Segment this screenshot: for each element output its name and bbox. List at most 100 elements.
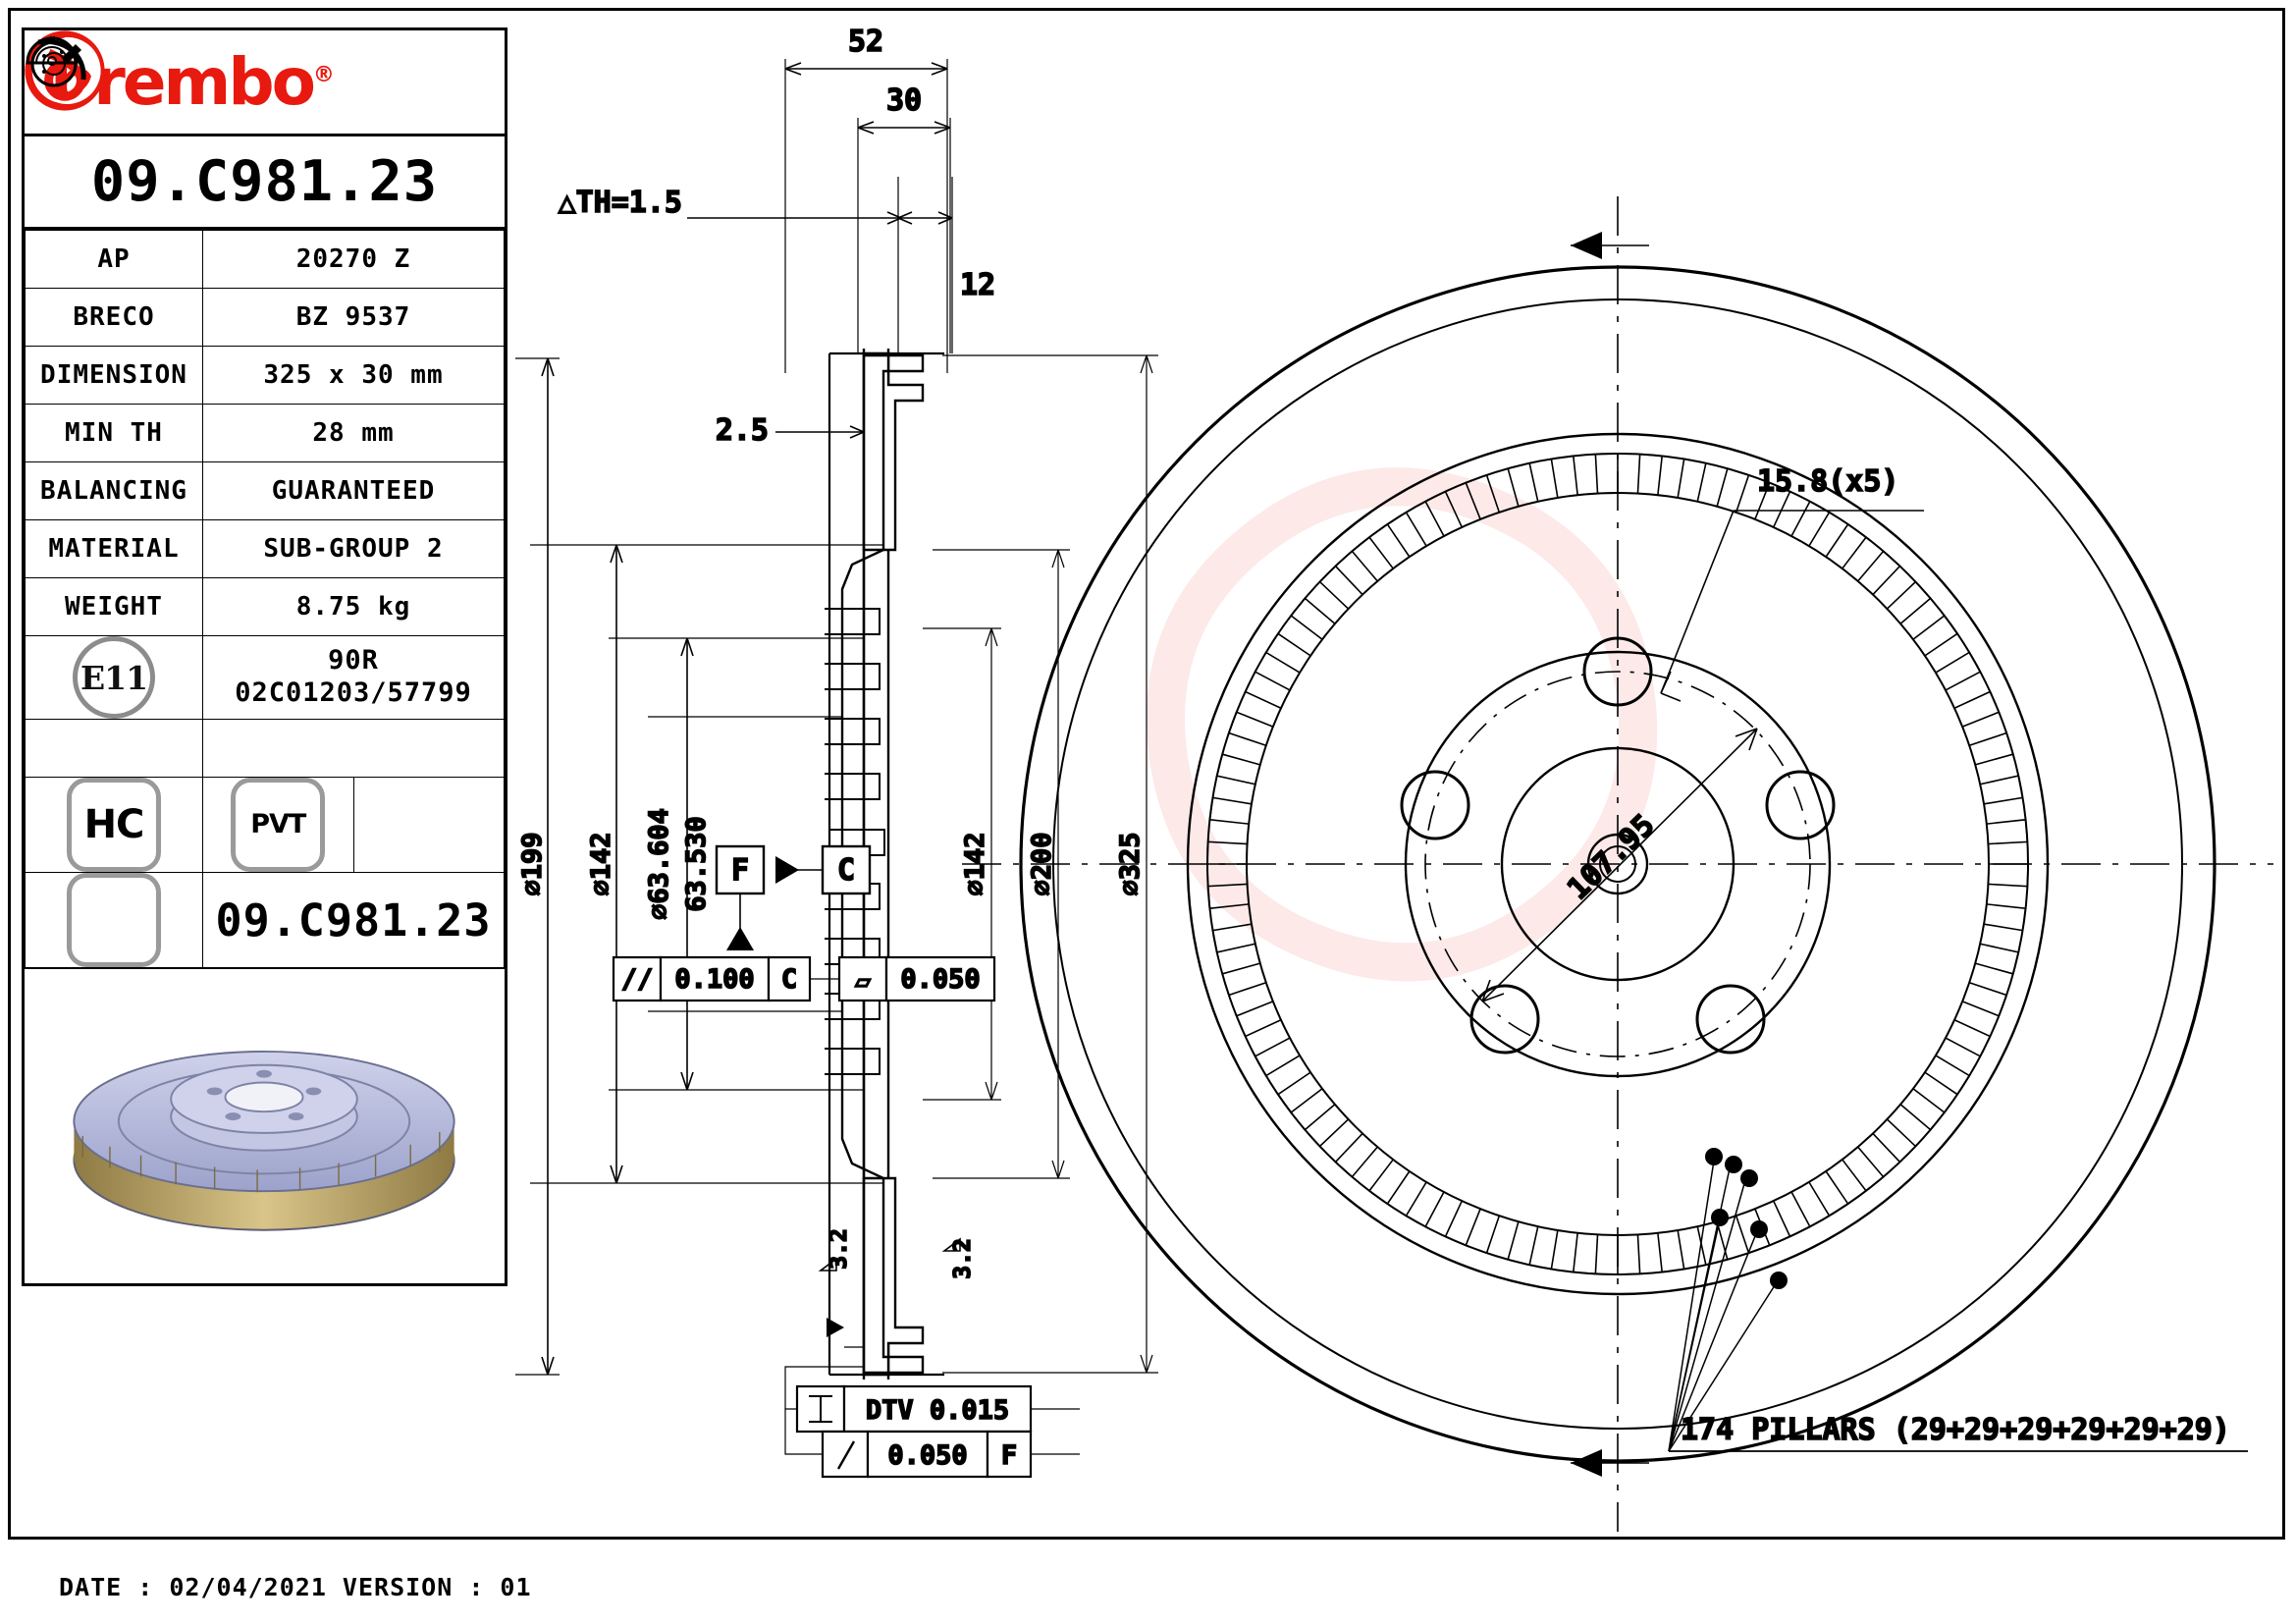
spec-label: AP	[25, 230, 203, 289]
gdt-parallelism-frame	[612, 955, 812, 1002]
hc-badge-icon: HC	[67, 778, 161, 872]
gdt-dtv-value: DTV 0.015	[866, 1395, 1009, 1426]
empty-row	[25, 719, 505, 778]
datum-c-label: C	[837, 853, 855, 888]
surface-finish-left-icon	[818, 1257, 837, 1272]
disc-code-cell: 09.C981.23	[202, 872, 505, 968]
table-row: WEIGHT 8.75 kg	[25, 577, 505, 636]
pillars-label: 174 PILLARS (29+29+29+29+29+29)	[1681, 1413, 2230, 1447]
specification-table: AP 20270 Z BRECO BZ 9537 DIMENSION 325 x…	[25, 35, 505, 968]
face-view: 15.8(x5) 107.95	[962, 196, 2273, 1532]
bolt-hole-leader	[1660, 510, 1924, 702]
disc-icon-cell	[25, 38, 203, 968]
e11-label: E11	[80, 658, 148, 697]
surface-finish-right: 3.2	[950, 1238, 976, 1279]
spec-value: 28 mm	[202, 404, 505, 462]
dim-142-left-label: ⌀142	[586, 832, 616, 895]
spec-label: BALANCING	[25, 461, 203, 520]
spec-label: BRECO	[25, 288, 203, 347]
feature-badge-row: HC	[25, 35, 505, 873]
vane-teeth	[1206, 453, 2029, 1275]
disc-code-text: 09.C981.23	[215, 893, 492, 947]
dim-th-label: △TH=1.5	[559, 186, 682, 220]
brand-header: brembo®	[25, 30, 505, 136]
badge-empty-cell	[352, 778, 505, 872]
spec-value: BZ 9537	[202, 288, 505, 347]
pillars-dots	[1705, 1148, 1788, 1289]
disc-code-row: 09.C981.23	[25, 38, 505, 968]
dim-142-left	[610, 544, 623, 1184]
gdt-runout-value: 0.050	[887, 1440, 967, 1471]
dim-12	[897, 177, 953, 353]
dim-325	[942, 354, 1158, 1374]
gdt-flatness-symbol: ▱	[855, 966, 872, 997]
homologation-number: 90R 02C01203/57799	[207, 645, 500, 710]
bolt-hole-dia-label: 15.8(x5)	[1757, 464, 1899, 499]
dim-52	[784, 59, 948, 373]
homologation-line1: 90R	[328, 645, 379, 677]
table-row: MIN TH 28 mm	[25, 404, 505, 462]
dim-bore-upper-label: ⌀63.604	[644, 808, 674, 920]
dim-199	[515, 357, 560, 1376]
dim-th	[687, 211, 902, 225]
surface-finish-right-icon	[941, 1237, 961, 1252]
dim-30	[857, 118, 951, 353]
brake-disc-icon	[30, 38, 161, 967]
datum-f-label: F	[731, 853, 749, 888]
table-row: DIMENSION 325 x 30 mm	[25, 346, 505, 405]
dim-12-label: 12	[960, 268, 995, 302]
table-row: MATERIAL SUB-GROUP 2	[25, 519, 505, 578]
homologation-cell: 90R 02C01203/57799	[202, 635, 505, 720]
hc-cell: HC	[25, 777, 203, 873]
e11-cell: E11	[25, 635, 203, 720]
footer-date: DATE : 02/04/2021 VERSION : 01	[59, 1573, 532, 1601]
hc-label: HC	[83, 802, 145, 847]
dim-25-label: 2.5	[716, 413, 769, 448]
dim-30-label: 30	[886, 83, 922, 118]
empty-cell-right	[202, 719, 505, 778]
part-code: 09.C981.23	[25, 136, 505, 230]
spec-value: SUB-GROUP 2	[202, 519, 505, 578]
e11-badge-icon: E11	[73, 636, 155, 719]
dim-bore	[680, 637, 694, 1091]
homologation-row: E11 90R 02C01203/57799	[25, 635, 505, 720]
registered-mark: ®	[312, 62, 335, 87]
spec-label: MATERIAL	[25, 519, 203, 578]
cross-section-view: 52 30	[515, 24, 1158, 1479]
gdt-parallelism-value: 0.100	[674, 964, 754, 995]
disc-glyph-icon	[30, 38, 86, 87]
pvt-cell: PVT	[26, 35, 505, 873]
pcd-dim	[1481, 728, 1758, 1002]
gdt-parallelism-symbol: //	[621, 964, 654, 995]
spec-label: DIMENSION	[25, 346, 203, 405]
table-row: BRECO BZ 9537	[25, 288, 505, 347]
spec-value: 325 x 30 mm	[202, 346, 505, 405]
vane-detail	[825, 608, 885, 1075]
gdt-flatness-frame	[837, 955, 996, 1002]
disc-photo-illustration	[73, 1050, 455, 1231]
table-row: AP 20270 Z	[25, 230, 505, 289]
spec-value: GUARANTEED	[202, 461, 505, 520]
dim-bore-lower-label: 63.530	[681, 816, 712, 912]
spec-label: WEIGHT	[25, 577, 203, 636]
pillars-leaders	[1668, 1160, 1778, 1452]
gdt-flatness-value: 0.050	[900, 964, 980, 995]
table-row: BALANCING GUARANTEED	[25, 461, 505, 520]
pvt-label: PVT	[250, 809, 306, 840]
spec-value: 20270 Z	[202, 230, 505, 289]
dim-52-label: 52	[848, 25, 883, 59]
dim-199-label: ⌀199	[517, 832, 548, 895]
section-arrow-bottom	[827, 1318, 844, 1337]
info-panel: brembo® 09.C981.23 AP 20270 Z BRECO BZ 9…	[22, 27, 507, 1286]
brembo-swirl-icon	[25, 30, 105, 111]
dim-2-5	[775, 425, 865, 439]
gdt-runout-datum: F	[1001, 1440, 1017, 1471]
sheet-border	[8, 8, 2285, 1540]
spec-label: MIN TH	[25, 404, 203, 462]
section-arrows	[1571, 232, 1649, 1477]
homologation-line2: 02C01203/57799	[235, 677, 472, 708]
product-photo	[25, 968, 505, 1283]
